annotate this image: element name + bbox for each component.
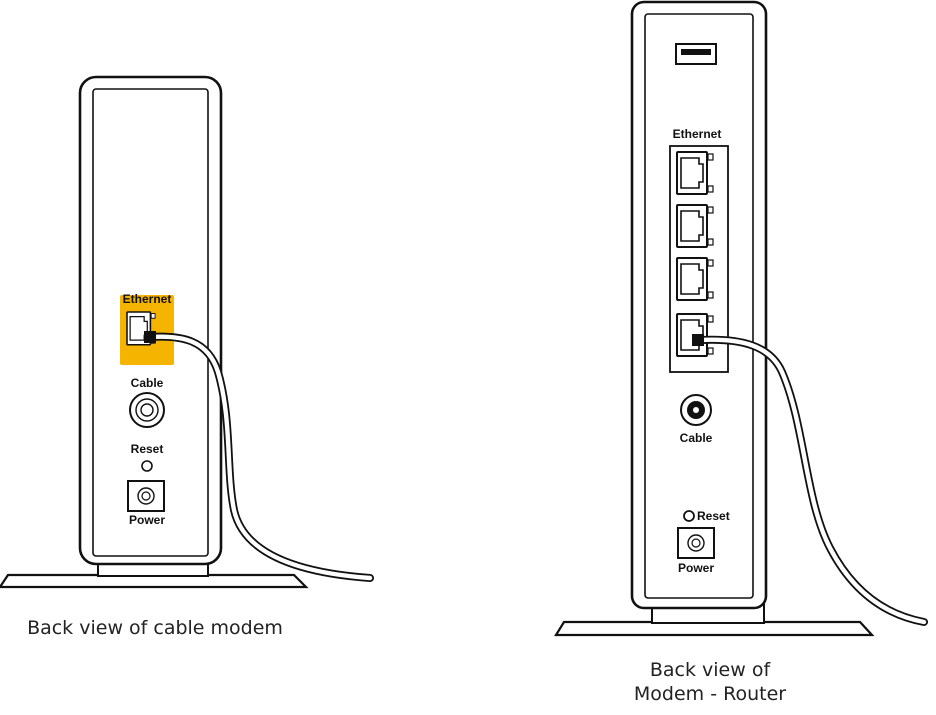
ethernet-cable — [144, 331, 374, 582]
reset-hole — [141, 460, 153, 472]
ethernet-port-3 — [676, 257, 714, 301]
cable-label: Cable — [130, 376, 164, 390]
power-port — [127, 480, 165, 512]
modem-router-device — [554, 0, 928, 637]
reset-label: Reset — [130, 442, 164, 456]
cable-modem-caption: Back view of cable modem — [27, 617, 283, 639]
power-label: Power — [128, 513, 165, 527]
coax-port — [680, 394, 712, 426]
cable-modem-device — [0, 75, 374, 589]
ethernet-port-1 — [676, 151, 714, 195]
ethernet-label: Ethernet — [122, 292, 172, 306]
coax-port — [129, 392, 165, 428]
power-port — [677, 527, 715, 559]
modem-router-caption-line1: Back view of — [649, 659, 771, 681]
ethernet-cable — [692, 334, 928, 626]
reset-label: Reset — [697, 509, 730, 523]
power-label: Power — [677, 561, 714, 575]
usb-port — [675, 43, 717, 65]
modem-router-caption-line2: Modem - Router — [633, 683, 787, 705]
reset-hole — [683, 510, 695, 522]
ethernet-port-2 — [676, 204, 714, 248]
ethernet-label: Ethernet — [672, 127, 722, 141]
cable-label: Cable — [679, 431, 713, 445]
